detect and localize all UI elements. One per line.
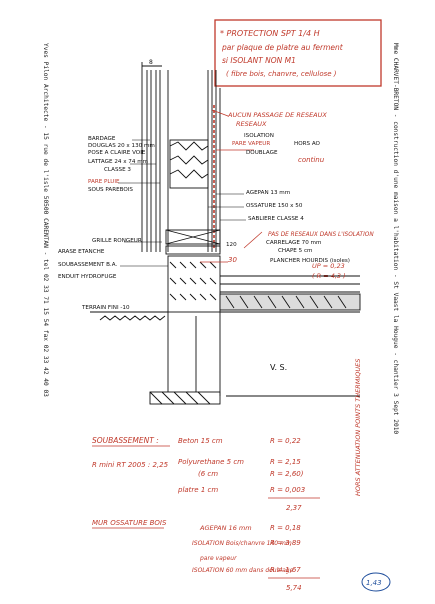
label-terrain: TERRAIN FINI -10 xyxy=(81,305,130,311)
svg-text:ISOLATION 60 mm dans doublage: ISOLATION 60 mm dans doublage xyxy=(192,567,294,574)
soubassement-total: 2,37 xyxy=(286,504,302,512)
label-reseaux: RESEAUX xyxy=(236,120,267,128)
svg-text:R = 2,60): R = 2,60) xyxy=(270,470,304,478)
project-margin-text: Mme CHARVET-BRETON - construction d'une … xyxy=(392,43,399,434)
label-chape: CHAPE 5 cm xyxy=(278,248,313,254)
label-grille: GRILLE RONGEUR xyxy=(92,238,142,244)
label-douglas: DOUGLAS 20 x 130 mm xyxy=(88,143,155,149)
svg-text:Polyurethane 5 cm: Polyurethane 5 cm xyxy=(178,458,244,466)
svg-text:(6 cm: (6 cm xyxy=(198,470,218,478)
label-sabliere: SABLIERE CLASSE 4 xyxy=(248,216,304,222)
label-hors-ao: HORS AO xyxy=(294,141,321,147)
label-doublage: DOUBLAGE xyxy=(246,150,278,156)
mur-circled-value: 1,43 xyxy=(366,579,382,587)
label-carrelage: CARRELAGE 70 mm xyxy=(266,240,321,246)
label-up: UP = 0,23 xyxy=(312,262,345,270)
label-classe3: CLASSE 3 xyxy=(104,167,131,173)
mur-calc: MUR OSSATURE BOIS AGEPAN 16 mm R = 0,18 … xyxy=(92,519,391,592)
svg-text:R = 1,67: R = 1,67 xyxy=(270,566,301,574)
label-dim-30: 30 xyxy=(228,256,237,264)
label-enduit: ENDUIT HYDROFUGE xyxy=(58,274,117,280)
svg-text:par plaque de platre au fermen: par plaque de platre au ferment xyxy=(221,43,344,52)
label-bardage: BARDAGE xyxy=(88,136,116,142)
svg-text:( fibre bois, chanvre, cellulo: ( fibre bois, chanvre, cellulose ) xyxy=(226,70,337,78)
svg-text:R = 2,15: R = 2,15 xyxy=(270,458,301,466)
svg-text:si ISOLANT NON M1: si ISOLANT NON M1 xyxy=(222,56,296,65)
label-dim-120: 120 xyxy=(226,242,237,248)
label-lattage: LATTAGE 24 x 74 mm xyxy=(88,159,148,165)
soubassement-title: SOUBASSEMENT : xyxy=(92,436,159,445)
svg-text:AGEPAN 16 mm: AGEPAN 16 mm xyxy=(199,524,252,532)
svg-text:pare vapeur: pare vapeur xyxy=(199,555,237,562)
label-sous-pare: SOUS PAREBOIS xyxy=(88,187,133,193)
label-pas-reseaux: PAS DE RESEAUX DANS L'ISOLATION xyxy=(268,232,374,238)
label-isolation: ISOLATION xyxy=(244,133,274,139)
mur-title: MUR OSSATURE BOIS xyxy=(92,519,167,527)
rmini-label: R mini RT 2005 : 2,25 xyxy=(92,461,169,469)
label-agepan: AGEPAN 13 mm xyxy=(246,190,290,196)
soubassement-calc: SOUBASSEMENT : R mini RT 2005 : 2,25 Bet… xyxy=(92,436,320,512)
label-arase: ARASE ETANCHE xyxy=(58,249,105,255)
mur-total: 5,74 xyxy=(286,584,302,592)
dim-top-label: 8 xyxy=(149,59,153,66)
svg-text:R = 0,22: R = 0,22 xyxy=(270,437,301,445)
right-black-labels: ISOLATION PARE VAPEUR DOUBLAGE HORS AO A… xyxy=(226,133,350,372)
label-aucun-passage: AUCUN PASSAGE DE RESEAUX xyxy=(227,111,327,119)
architect-margin-text: Yves Pilon Architecte - 15 rue de l'isle… xyxy=(42,43,49,397)
svg-text:platre 1 cm: platre 1 cm xyxy=(177,486,218,494)
label-r-up: ( R = 4,3 ) xyxy=(312,272,346,280)
label-pare-pluie: PARE PLUIE xyxy=(88,179,120,185)
left-labels: BARDAGE DOUGLAS 20 x 130 mm POSE A CLAIR… xyxy=(58,136,155,311)
svg-text:R = 0,18: R = 0,18 xyxy=(270,524,301,532)
svg-text:ISOLATION Bois/chanvre 140 mm: ISOLATION Bois/chanvre 140 mm xyxy=(192,540,292,547)
label-soubassement-ba: SOUBASSEMENT B.A. xyxy=(58,262,117,268)
label-plancher: PLANCHER HOURDIS (isoles) xyxy=(270,258,350,264)
svg-text:* PROTECTION SPT 1/4 H: * PROTECTION SPT 1/4 H xyxy=(220,29,320,38)
wall-assembly: 8 xyxy=(90,59,361,405)
label-vs: V. S. xyxy=(270,363,287,372)
label-ossature: OSSATURE 150 x 50 xyxy=(246,203,303,209)
svg-text:R = 0,003: R = 0,003 xyxy=(270,486,305,494)
fire-protection-note: * PROTECTION SPT 1/4 H par plaque de pla… xyxy=(214,19,382,87)
hors-attenuation-note: HORS ATTENUATION POINTS THERMIQUES xyxy=(354,359,362,496)
label-continu: continu xyxy=(298,156,325,164)
svg-text:R = 3,89: R = 3,89 xyxy=(270,539,301,547)
label-pare-vapeur: PARE VAPEUR xyxy=(232,141,270,147)
label-pose: POSE A CLAIRE VOIE xyxy=(88,150,146,156)
svg-text:Beton 15 cm: Beton 15 cm xyxy=(178,437,223,445)
right-red-labels: AUCUN PASSAGE DE RESEAUX RESEAUX PAS DE … xyxy=(227,111,374,280)
